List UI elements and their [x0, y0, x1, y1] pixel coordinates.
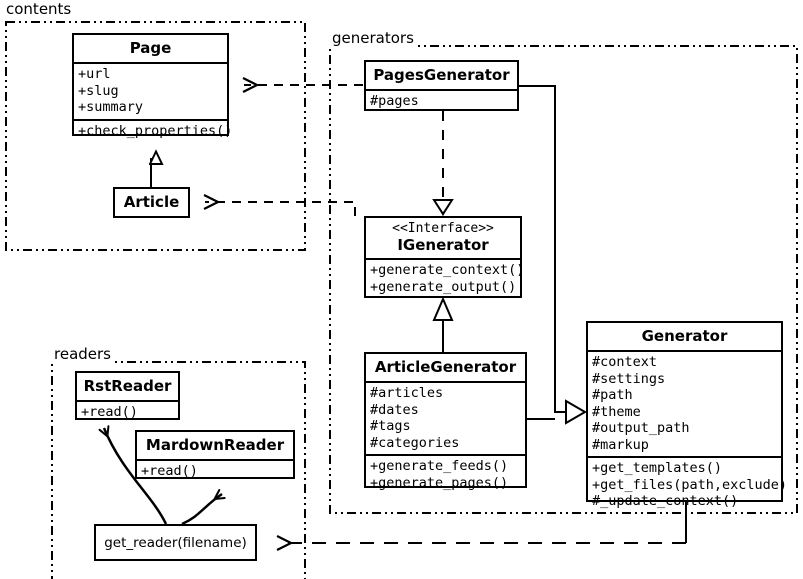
class-generator-operation: +get_templates()	[592, 460, 723, 476]
class-mardownreader[interactable]: MardownReader +read()	[135, 430, 295, 479]
class-page-attribute: +slug	[78, 82, 119, 99]
class-igenerator-title: IGenerator	[397, 236, 489, 254]
class-igenerator[interactable]: <<Interface>> IGenerator +generate_conte…	[364, 216, 525, 298]
class-rstreader[interactable]: RstReader +read()	[75, 371, 180, 420]
class-articlegenerator[interactable]: ArticleGenerator #articles #dates #tags …	[364, 352, 527, 491]
class-pagesgenerator[interactable]: PagesGenerator #pages	[364, 60, 519, 111]
class-page-operation: +check_properties()	[78, 122, 233, 139]
function-get-reader[interactable]: get_reader(filename)	[94, 524, 257, 561]
edge-igenerator-depends-article	[205, 202, 356, 216]
class-article-title: Article	[123, 193, 180, 211]
class-generator-attribute: #path	[592, 387, 633, 403]
class-articlegenerator-attribute: #tags	[370, 418, 411, 434]
class-articlegenerator-operation: +generate_feeds()	[370, 458, 509, 474]
class-generator-operation: #_update_context()	[592, 493, 739, 509]
class-generator[interactable]: Generator #context #settings #path #them…	[586, 321, 787, 509]
class-generator-attribute: #context	[592, 354, 658, 370]
class-page-title: Page	[129, 39, 172, 57]
edge-pagesgenerator-generalizes-generator	[519, 85, 566, 413]
class-mardownreader-operation: +read()	[141, 463, 198, 479]
class-igenerator-operation: +generate_context()	[370, 262, 525, 278]
package-border-contents	[5, 21, 306, 251]
class-generator-attributes: #context #settings #path #theme #output_…	[588, 350, 781, 456]
class-articlegenerator-attributes: #articles #dates #tags #categories	[366, 381, 525, 454]
class-articlegenerator-operations: +generate_feeds() +generate_pages()	[366, 454, 525, 494]
class-articlegenerator-attribute: #dates	[370, 401, 419, 418]
class-igenerator-stereotype: <<Interface>>	[392, 221, 494, 236]
class-generator-title: Generator	[641, 327, 728, 345]
class-mardownreader-title: MardownReader	[145, 436, 285, 454]
class-mardownreader-operations: +read()	[137, 459, 293, 483]
class-rstreader-title: RstReader	[83, 377, 172, 395]
class-igenerator-operations: +generate_context() +generate_output()	[366, 258, 525, 298]
class-pagesgenerator-attributes: #pages	[366, 89, 517, 113]
class-rstreader-operation: +read()	[81, 404, 138, 420]
edge-getreader-returns-rstreader	[98, 425, 168, 525]
class-rstreader-operations: +read()	[77, 400, 178, 424]
arrowhead-realization-igenerator	[432, 199, 454, 216]
class-generator-operations: +get_templates() +get_files(path,exclude…	[588, 456, 788, 513]
class-articlegenerator-operation: +generate_pages()	[370, 474, 509, 491]
class-generator-attribute: #theme	[592, 403, 641, 420]
class-page-operations: +check_properties()	[74, 118, 233, 143]
class-igenerator-operation: +generate_output()	[370, 278, 517, 295]
class-generator-attribute: #settings	[592, 370, 666, 387]
class-pagesgenerator-title: PagesGenerator	[373, 66, 510, 84]
class-generator-attribute: #markup	[592, 436, 649, 453]
package-label-readers: readers	[52, 345, 113, 363]
arrowhead-generalization-igenerator	[432, 296, 454, 321]
package-border-readers	[51, 361, 306, 579]
function-get-reader-label: get_reader(filename)	[104, 534, 247, 551]
class-articlegenerator-attribute: #categories	[370, 434, 460, 451]
class-pagesgenerator-attribute: #pages	[370, 93, 419, 109]
class-page[interactable]: Page +url +slug +summary +check_properti…	[72, 33, 232, 139]
package-label-generators: generators	[330, 29, 416, 47]
class-page-attribute: +summary	[78, 99, 144, 115]
class-articlegenerator-title: ArticleGenerator	[374, 358, 517, 376]
package-border-generators	[329, 45, 798, 514]
arrowhead-generalization-generator	[565, 399, 587, 425]
class-page-attributes: +url +slug +summary	[74, 62, 227, 119]
class-generator-attribute: #output_path	[592, 420, 690, 436]
class-article[interactable]: Article	[113, 187, 190, 218]
class-page-attribute: +url	[78, 66, 111, 82]
package-label-contents: contents	[4, 0, 74, 18]
class-generator-operation: +get_files(path,exclude)	[592, 476, 788, 493]
edge-getreader-returns-mardownreader	[181, 489, 226, 526]
class-articlegenerator-attribute: #articles	[370, 385, 444, 401]
